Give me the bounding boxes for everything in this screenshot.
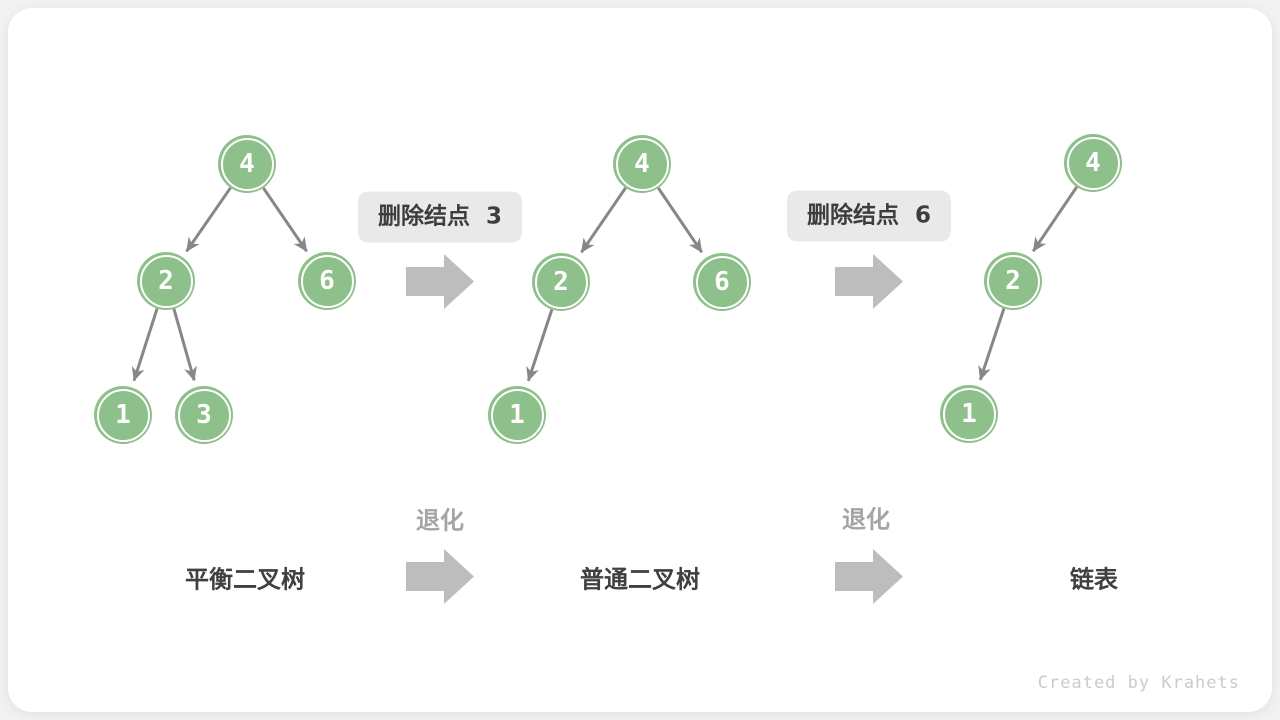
tree1-node-2: 2 <box>137 252 195 310</box>
node-value: 1 <box>115 400 131 430</box>
node-value: 4 <box>1085 148 1101 178</box>
tree3-node-2: 2 <box>984 252 1042 310</box>
degradation-label-1: 退化 <box>416 506 464 535</box>
tree1-caption: 平衡二叉树 <box>185 565 305 594</box>
tree1-node-1: 1 <box>94 386 152 444</box>
tree2-node-6: 6 <box>693 253 751 311</box>
node-value: 2 <box>1005 266 1021 296</box>
node-value: 6 <box>319 266 335 296</box>
node-value: 2 <box>158 266 174 296</box>
node-value: 4 <box>239 149 255 179</box>
tree2-node-4: 4 <box>613 135 671 193</box>
step-box-delete-node-3: 删除结点 3 <box>357 191 523 243</box>
diagram-card <box>8 8 1272 712</box>
tree1-node-4: 4 <box>218 135 276 193</box>
node-value: 6 <box>714 267 730 297</box>
degradation-label-2: 退化 <box>842 505 890 534</box>
node-value: 1 <box>961 399 977 429</box>
tree1-node-6: 6 <box>298 252 356 310</box>
tree3-node-1: 1 <box>940 385 998 443</box>
step-box-delete-node-6: 删除结点 6 <box>786 190 952 242</box>
tree3-node-4: 4 <box>1064 134 1122 192</box>
tree2-caption: 普通二叉树 <box>580 565 700 594</box>
tree3-caption: 链表 <box>1070 565 1118 594</box>
watermark-credit: Created by Krahets <box>1037 673 1240 693</box>
node-value: 1 <box>509 400 525 430</box>
node-value: 2 <box>553 267 569 297</box>
tree2-node-1: 1 <box>488 386 546 444</box>
node-value: 4 <box>634 149 650 179</box>
node-value: 3 <box>196 400 212 430</box>
tree2-node-2: 2 <box>532 253 590 311</box>
tree1-node-3: 3 <box>175 386 233 444</box>
